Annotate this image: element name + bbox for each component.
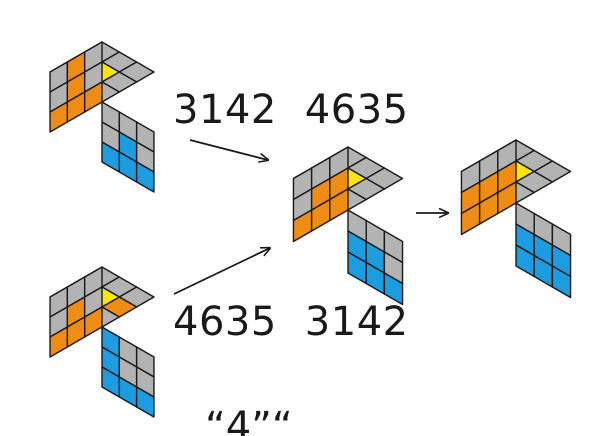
sticker-right: [551, 265, 572, 299]
sequence-label-bottom: 4635 3142: [173, 302, 409, 342]
sequence-top-second: 4635: [304, 87, 409, 133]
footer-caption-cutoff: “4”“: [205, 407, 293, 436]
sticker-right: [135, 161, 155, 193]
sticker-right: [383, 272, 404, 306]
sequence-top-first: 3142: [173, 87, 277, 133]
cube-bottom-left: [49, 266, 155, 418]
sequence-label-top: 3142 4635: [173, 90, 409, 130]
arrow-bottom-to-middle: [173, 248, 270, 295]
sequence-bottom-first: 4635: [173, 299, 277, 345]
cube-right: [460, 139, 572, 299]
arrow-top-to-middle: [189, 139, 268, 160]
cubes-layer: [49, 41, 572, 418]
sticker-right: [135, 386, 155, 418]
cube-middle: [292, 146, 404, 306]
arrows-layer: [173, 139, 448, 295]
sequence-bottom-second: 3142: [304, 299, 409, 345]
cube-top-left: [49, 41, 155, 193]
